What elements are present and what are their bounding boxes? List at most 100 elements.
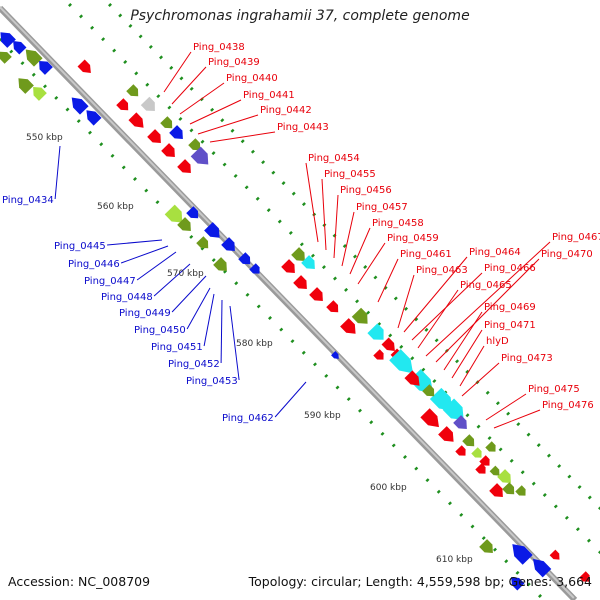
tick-dot bbox=[335, 385, 340, 390]
leader-line bbox=[397, 274, 415, 329]
leader-line bbox=[403, 256, 468, 333]
tick-dot bbox=[465, 369, 470, 374]
tick-dot bbox=[344, 287, 349, 292]
genome-backbone bbox=[0, 5, 578, 600]
gene-label: hlyD bbox=[486, 336, 509, 347]
gene-arrow bbox=[39, 60, 53, 75]
tick-dot bbox=[128, 23, 133, 28]
gene-arrow bbox=[140, 96, 155, 112]
gene-label: Ping_0446 bbox=[68, 259, 120, 270]
kbp-tick-label: 600 kbp bbox=[370, 483, 407, 493]
gene-arrow bbox=[404, 370, 420, 386]
gene-arrow bbox=[309, 287, 323, 302]
leader-line bbox=[493, 409, 541, 429]
tick-dot bbox=[256, 304, 261, 309]
tick-dot bbox=[189, 128, 194, 133]
tick-dot bbox=[43, 84, 47, 89]
leader-line bbox=[459, 345, 485, 387]
gene-arrow bbox=[502, 482, 515, 495]
leader-line bbox=[153, 263, 191, 297]
gene-arrow bbox=[160, 116, 173, 129]
kbp-tick-label: 550 kbp bbox=[26, 133, 63, 143]
leader-line bbox=[203, 293, 215, 347]
tick-dot bbox=[250, 149, 255, 154]
leader-line bbox=[417, 289, 459, 349]
gene-label: Ping_0452 bbox=[168, 359, 220, 370]
gene-label: Ping_0464 bbox=[469, 247, 521, 258]
gene-arrow bbox=[196, 236, 209, 249]
tick-dot bbox=[271, 170, 276, 175]
gene-arrow bbox=[373, 349, 384, 360]
kbp-tick-label: 610 kbp bbox=[436, 555, 473, 565]
tick-dot bbox=[557, 464, 562, 469]
leader-line bbox=[163, 51, 192, 93]
gene-label: Ping_0466 bbox=[484, 263, 536, 274]
genome-summary-text: Topology: circular; Length: 4,559,598 bp… bbox=[248, 574, 592, 589]
tick-dot bbox=[399, 344, 404, 349]
tick-dot bbox=[134, 71, 139, 76]
tick-dot bbox=[279, 327, 284, 332]
gene-label: Ping_0442 bbox=[260, 105, 312, 116]
tick-dot bbox=[145, 82, 150, 87]
tick-dot bbox=[99, 142, 104, 147]
tick-dot bbox=[538, 594, 542, 598]
leader-line bbox=[54, 145, 61, 200]
gene-arrow bbox=[489, 483, 503, 498]
tick-dot bbox=[313, 362, 317, 367]
gene-label: Ping_0471 bbox=[484, 320, 536, 331]
gene-arrow bbox=[213, 257, 227, 272]
gene-arrow bbox=[177, 159, 191, 174]
tick-dot bbox=[123, 60, 128, 64]
leader-line bbox=[274, 381, 307, 418]
tick-dot bbox=[391, 443, 396, 448]
tick-dot bbox=[110, 153, 115, 158]
gene-arrow bbox=[351, 307, 368, 324]
leader-line bbox=[349, 227, 371, 275]
tick-dot bbox=[546, 453, 551, 458]
leader-line bbox=[179, 82, 225, 115]
gene-label: Ping_0476 bbox=[542, 400, 594, 411]
leader-line bbox=[136, 251, 177, 281]
tick-dot bbox=[526, 432, 531, 437]
gene-label: Ping_0455 bbox=[324, 169, 376, 180]
gene-arrow bbox=[128, 112, 144, 128]
gene-label: Ping_0439 bbox=[208, 57, 260, 68]
leader-line bbox=[443, 311, 483, 371]
gene-label: Ping_0473 bbox=[501, 353, 553, 364]
tick-dot bbox=[211, 151, 216, 156]
tick-dot bbox=[20, 61, 25, 66]
tick-dot bbox=[542, 493, 547, 497]
tick-dot bbox=[536, 443, 541, 448]
gene-arrow bbox=[455, 445, 466, 456]
gene-arrow bbox=[489, 465, 500, 476]
gene-arrow bbox=[422, 384, 435, 397]
gene-arrow bbox=[147, 129, 161, 144]
tick-dot bbox=[288, 230, 293, 235]
tick-dot bbox=[380, 431, 385, 436]
tick-dot bbox=[310, 253, 315, 258]
gene-arrow bbox=[512, 544, 533, 565]
tick-dot bbox=[414, 317, 419, 322]
tick-dot bbox=[189, 234, 194, 239]
gene-arrow bbox=[186, 206, 199, 219]
tick-dot bbox=[156, 94, 161, 99]
leader-line bbox=[357, 242, 386, 285]
gene-label: Ping_0451 bbox=[151, 342, 203, 353]
tick-dot bbox=[79, 14, 84, 19]
leader-line bbox=[229, 305, 240, 381]
tick-dot bbox=[485, 390, 490, 395]
gene-arrow bbox=[0, 51, 12, 64]
tick-dot bbox=[459, 512, 464, 517]
leader-line bbox=[461, 362, 500, 397]
tick-dot bbox=[333, 276, 337, 281]
gene-arrow bbox=[420, 408, 439, 428]
gene-features bbox=[0, 32, 590, 591]
gene-arrow bbox=[549, 549, 560, 560]
leader-line bbox=[186, 287, 211, 330]
gene-arrow bbox=[331, 351, 339, 359]
tick-dot bbox=[465, 413, 470, 418]
gene-arrow bbox=[301, 255, 315, 270]
tick-dot bbox=[504, 559, 509, 564]
tick-dot bbox=[90, 25, 95, 30]
gene-arrow bbox=[497, 469, 511, 484]
